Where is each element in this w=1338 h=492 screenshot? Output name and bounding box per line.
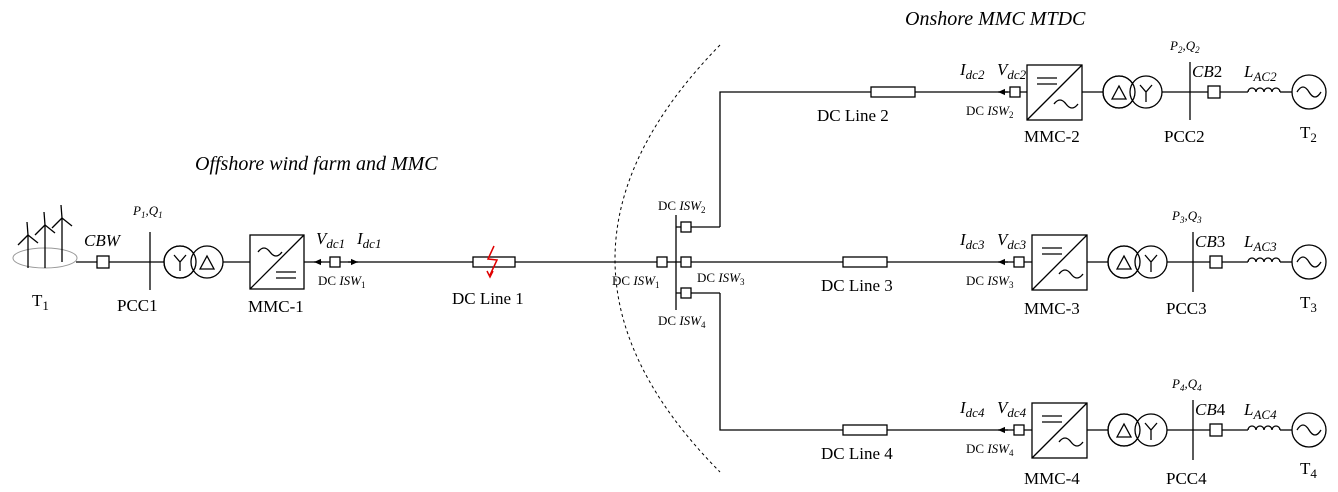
cb4-breaker bbox=[1209, 423, 1223, 437]
svg-text:PCC2: PCC2 bbox=[1164, 127, 1205, 146]
vdc1-label: Vdc1 bbox=[316, 229, 345, 251]
fault-icon bbox=[486, 245, 499, 276]
dc-line-1-label: DC Line 1 bbox=[452, 289, 524, 308]
isw1-label: DC ISW1 bbox=[318, 273, 365, 290]
svg-text:T3: T3 bbox=[1300, 293, 1317, 315]
svg-text:CB2: CB2 bbox=[1192, 62, 1222, 81]
ac-source-2-icon bbox=[1291, 74, 1327, 110]
isw2-switch bbox=[1009, 86, 1021, 98]
svg-text:Vdc3: Vdc3 bbox=[997, 230, 1027, 252]
dc-line-4 bbox=[842, 424, 888, 436]
svg-text:T4: T4 bbox=[1300, 459, 1317, 481]
isw4-switch bbox=[1013, 424, 1025, 436]
svg-text:DC ISW4: DC ISW4 bbox=[966, 441, 1014, 458]
dc-line-2 bbox=[870, 86, 916, 98]
mmc-3-converter bbox=[1031, 234, 1088, 291]
lac3-inductor bbox=[1247, 257, 1281, 263]
lac4-inductor bbox=[1247, 425, 1281, 431]
svg-text:PCC4: PCC4 bbox=[1166, 469, 1207, 488]
svg-text:P2,Q2: P2,Q2 bbox=[1169, 38, 1200, 55]
hub-isw2-label: DC ISW2 bbox=[658, 198, 705, 215]
ac-source-4-icon bbox=[1291, 412, 1327, 448]
svg-text:Vdc4: Vdc4 bbox=[997, 398, 1027, 420]
hub-isw4-label: DC ISW4 bbox=[658, 313, 706, 330]
svg-text:DC ISW2: DC ISW2 bbox=[966, 103, 1013, 120]
dc-wire-2 bbox=[719, 91, 871, 227]
svg-text:CB3: CB3 bbox=[1195, 232, 1225, 251]
svg-text:Idc2: Idc2 bbox=[959, 60, 985, 82]
svg-text:Vdc2: Vdc2 bbox=[997, 60, 1027, 82]
dc-line-3 bbox=[842, 256, 888, 268]
transformer-4-icon bbox=[1107, 413, 1168, 447]
svg-text:LAC3: LAC3 bbox=[1243, 232, 1277, 254]
offshore-title: Offshore wind farm and MMC bbox=[195, 153, 438, 175]
transformer-1-icon bbox=[163, 245, 224, 279]
hub-isw4 bbox=[680, 287, 692, 299]
dc-line-4-label: DC Line 4 bbox=[821, 444, 893, 463]
svg-text:MMC-2: MMC-2 bbox=[1024, 127, 1080, 146]
svg-text:P4,Q4: P4,Q4 bbox=[1171, 376, 1202, 393]
cbw-label: CBW bbox=[84, 231, 122, 250]
svg-text:MMC-3: MMC-3 bbox=[1024, 299, 1080, 318]
cb3-breaker bbox=[1209, 255, 1223, 269]
svg-text:LAC4: LAC4 bbox=[1243, 400, 1277, 422]
svg-text:CB4: CB4 bbox=[1195, 400, 1226, 419]
isw3-switch bbox=[1013, 256, 1025, 268]
cb2-breaker bbox=[1207, 85, 1221, 99]
dc-line-3-label: DC Line 3 bbox=[821, 276, 893, 295]
svg-text:Idc3: Idc3 bbox=[959, 230, 985, 252]
wind-farm-icon bbox=[12, 204, 78, 269]
svg-text:MMC-4: MMC-4 bbox=[1024, 469, 1080, 488]
onshore-terminal-2: Idc2 Vdc2 DC ISW2 MMC-2 P2,Q2 CB2 PCC2 L… bbox=[959, 38, 1327, 146]
isw1-switch bbox=[329, 256, 341, 268]
idc1-label: Idc1 bbox=[356, 229, 381, 251]
transformer-3-icon bbox=[1107, 245, 1168, 279]
onshore-title: Onshore MMC MTDC bbox=[905, 8, 1086, 30]
svg-text:PCC3: PCC3 bbox=[1166, 299, 1207, 318]
transformer-2-icon bbox=[1102, 75, 1163, 109]
lac2-inductor bbox=[1247, 87, 1281, 93]
pq1-label: P1,Q1 bbox=[132, 203, 163, 220]
mmc-2-converter bbox=[1026, 64, 1083, 121]
svg-text:T2: T2 bbox=[1300, 123, 1317, 145]
dc-line-2-label: DC Line 2 bbox=[817, 106, 889, 125]
ac-source-3-icon bbox=[1291, 244, 1327, 280]
mmc-1-converter bbox=[249, 234, 305, 290]
mmc-1-label: MMC-1 bbox=[248, 297, 304, 316]
hub-isw1 bbox=[656, 256, 668, 268]
hub-isw1-label: DC ISW1 bbox=[612, 273, 659, 290]
dc-wire-4 bbox=[719, 293, 843, 431]
svg-text:DC ISW3: DC ISW3 bbox=[966, 273, 1014, 290]
hub-isw3 bbox=[680, 256, 692, 268]
svg-text:P3,Q3: P3,Q3 bbox=[1171, 208, 1202, 225]
t1-label: T1 bbox=[32, 291, 49, 313]
svg-text:LAC2: LAC2 bbox=[1243, 62, 1277, 84]
cbw-breaker bbox=[96, 255, 110, 269]
onshore-boundary bbox=[614, 44, 721, 473]
onshore-terminal-4: Idc4 Vdc4 DC ISW4 MMC-4 P4,Q4 CB4 PCC4 L… bbox=[959, 376, 1327, 488]
hub-isw2 bbox=[680, 221, 692, 233]
pcc1-label: PCC1 bbox=[117, 296, 158, 315]
hub-isw3-label: DC ISW3 bbox=[697, 270, 745, 287]
mmc-4-converter bbox=[1031, 402, 1088, 459]
onshore-terminal-3: Idc3 Vdc3 DC ISW3 MMC-3 P3,Q3 CB3 PCC3 L… bbox=[959, 208, 1327, 318]
svg-text:Idc4: Idc4 bbox=[959, 398, 985, 420]
